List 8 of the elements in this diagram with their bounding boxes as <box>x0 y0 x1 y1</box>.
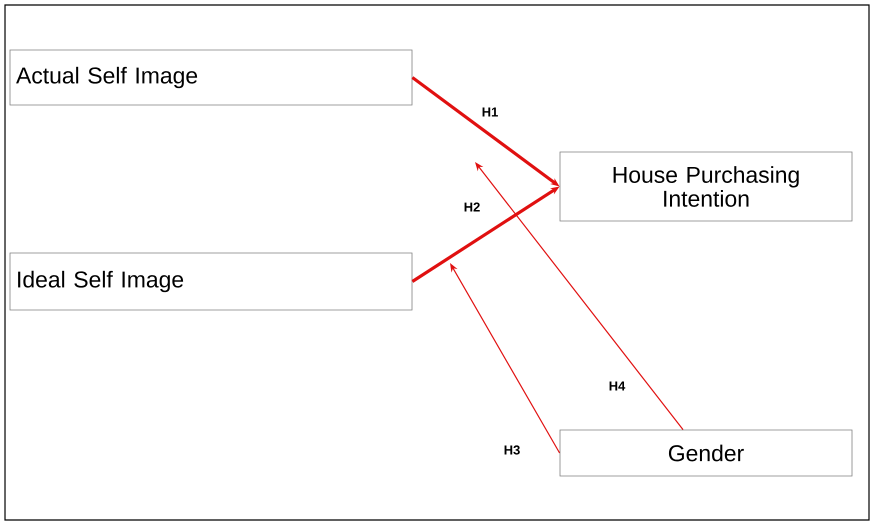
edge-label: H4 <box>610 382 626 390</box>
concept-box: Gender <box>560 430 852 476</box>
concept-box: House Purchasing Intention <box>560 152 852 222</box>
edge-label: H3 <box>504 445 520 455</box>
edge-label: H2 <box>464 202 480 212</box>
concept-box: Ideal Self Image <box>10 252 412 310</box>
concept-box: Actual Self Image <box>10 50 412 106</box>
edge-label: H1 <box>482 108 498 116</box>
